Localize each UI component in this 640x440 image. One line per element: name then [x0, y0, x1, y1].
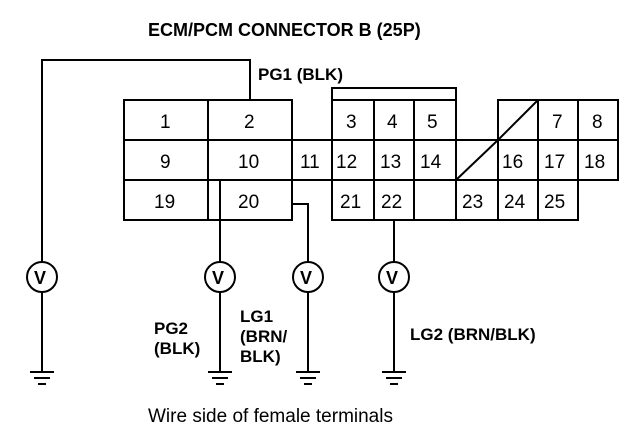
- ground-2-icon: [208, 371, 232, 385]
- pin-19: 19: [154, 192, 175, 213]
- voltmeter-4-icon: V: [378, 261, 410, 293]
- pin-11: 11: [300, 152, 320, 173]
- pin-2: 2: [244, 112, 255, 133]
- wire-lg1: [292, 203, 309, 372]
- label-lg1-line3: BLK): [240, 347, 281, 366]
- voltmeter-2-icon: V: [204, 261, 236, 293]
- pin-13: 13: [380, 152, 401, 173]
- svg-text:V: V: [300, 268, 312, 288]
- diagram-title: ECM/PCM CONNECTOR B (25P): [148, 20, 421, 40]
- svg-text:V: V: [386, 268, 398, 288]
- wire-pg1: [41, 59, 251, 372]
- label-lg1-line1: LG1: [240, 307, 273, 326]
- connector-body: [123, 87, 619, 221]
- pin-24: 24: [504, 192, 526, 213]
- pin-12: 12: [336, 152, 357, 173]
- pin-7: 7: [552, 112, 563, 133]
- pin-17: 17: [544, 152, 565, 173]
- pin-23: 23: [462, 192, 483, 213]
- pin-5: 5: [427, 112, 438, 133]
- pin-14: 14: [420, 152, 442, 173]
- pin-labels: 1 2 3 4 5 7 8 9 10 11 12 13 14 16 17 18 …: [154, 112, 605, 213]
- label-lg2: LG2 (BRN/BLK): [410, 325, 536, 344]
- diagram-caption: Wire side of female terminals: [148, 406, 393, 427]
- voltmeter-1-icon: V: [26, 261, 58, 293]
- pin-9: 9: [160, 152, 171, 173]
- pin-20: 20: [238, 192, 259, 213]
- ground-3-icon: [296, 371, 320, 385]
- pin-3: 3: [346, 112, 357, 133]
- label-pg2-line2: (BLK): [154, 339, 200, 358]
- pin-1: 1: [160, 112, 171, 133]
- ground-4-icon: [382, 371, 406, 385]
- label-lg1-line2: (BRN/: [240, 327, 287, 346]
- pin-4: 4: [387, 112, 398, 133]
- pin-21: 21: [340, 192, 361, 213]
- pin-18: 18: [584, 152, 605, 173]
- pin-22: 22: [381, 192, 402, 213]
- label-pg1: PG1 (BLK): [258, 65, 343, 84]
- label-pg2-line1: PG2: [154, 319, 188, 338]
- pin-10: 10: [238, 152, 259, 173]
- svg-text:V: V: [212, 268, 224, 288]
- pin-8: 8: [592, 112, 603, 133]
- ground-1-icon: [30, 371, 54, 385]
- pin-16: 16: [502, 152, 523, 173]
- pin-25: 25: [544, 192, 565, 213]
- voltmeter-3-icon: V: [292, 261, 324, 293]
- svg-text:V: V: [34, 268, 46, 288]
